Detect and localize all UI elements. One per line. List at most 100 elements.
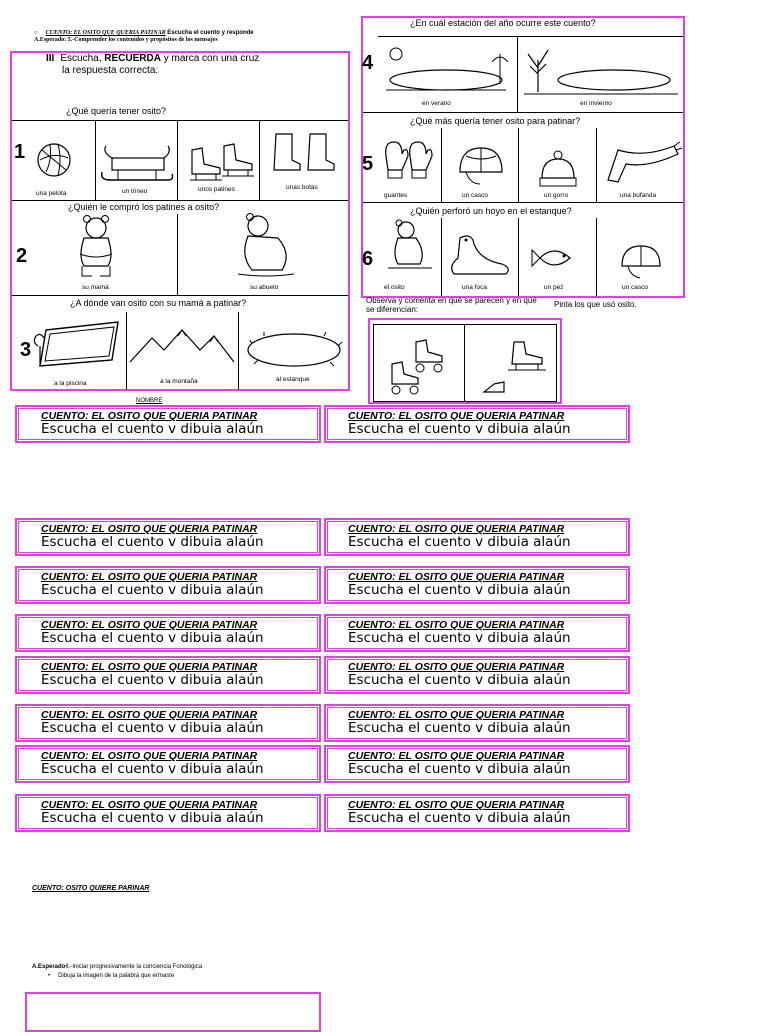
- q6-option-bear: el osito: [384, 284, 405, 291]
- helmet-icon[interactable]: [456, 146, 506, 186]
- q6-option-seal: una foca: [462, 284, 487, 291]
- story-card-title: CUENTO: EL OSITO QUE QUERIA PATINAR: [41, 571, 258, 583]
- summer-scene-icon[interactable]: [382, 44, 510, 96]
- bear-cub-icon[interactable]: [388, 219, 432, 272]
- divider: [363, 112, 683, 113]
- divider: [12, 200, 348, 201]
- bear-mother-icon[interactable]: [74, 214, 118, 280]
- story-card-title: CUENTO: EL OSITO QUE QUERIA PATINAR: [348, 661, 565, 673]
- story-card-instruction: Escucha el cuento v dibuia alaún: [41, 534, 264, 550]
- drawing-box[interactable]: [25, 992, 321, 1032]
- story-card-title: CUENTO: EL OSITO QUE QUERIA PATINAR: [348, 410, 565, 422]
- story-card-instruction: Escucha el cuento v dibuia alaún: [41, 582, 264, 598]
- story-card-title: CUENTO: EL OSITO QUE QUERIA PATINAR: [41, 410, 258, 422]
- right-panel: [361, 16, 685, 298]
- question-6-number: 6: [362, 248, 374, 270]
- compare-panel: [368, 318, 562, 404]
- story-card-title: CUENTO: EL OSITO QUE QUERIA PATINAR: [348, 709, 565, 721]
- footer-expected: A.Esperado6.-Iniciar progresivamente la …: [32, 964, 202, 970]
- divider: [259, 120, 260, 200]
- instr-d: la respuesta correcta:: [62, 65, 159, 76]
- name-label: NOMBRE: [136, 398, 163, 404]
- story-card-instruction: Escucha el cuento v dibuia alaún: [348, 534, 571, 550]
- q1-option-ball: una pelota: [36, 190, 67, 197]
- divider: [596, 128, 597, 202]
- header-bullet: ○: [34, 30, 38, 36]
- story-card-instruction: Escucha el cuento v dibuia alaún: [348, 630, 571, 646]
- story-card-title: CUENTO: EL OSITO QUE QUERIA PATINAR: [41, 709, 258, 721]
- story-card-title: CUENTO: EL OSITO QUE QUERIA PATINAR: [41, 799, 258, 811]
- story-card-instruction: Escucha el cuento v dibuia alaún: [348, 761, 571, 777]
- footer-expected-label: A.Esperado: [32, 964, 66, 970]
- winter-scene-icon[interactable]: [524, 44, 680, 98]
- ice-skate-icon[interactable]: [480, 340, 550, 398]
- q6-option-helmet: un casco: [622, 284, 649, 291]
- paint-instruction: Pinta los que usó osito.: [554, 300, 637, 309]
- story-card-instruction: Escucha el cuento v dibuia alaún: [41, 421, 264, 437]
- hat-icon[interactable]: [538, 150, 578, 188]
- story-card-instruction: Escucha el cuento v dibuia alaún: [348, 421, 571, 437]
- question-3-number: 3: [20, 339, 32, 361]
- header-story-title: CUENTO: EL OSITO QUE QUERIA PATINAR: [45, 30, 166, 36]
- skates-icon[interactable]: [186, 142, 256, 184]
- story-card-title: CUENTO: EL OSITO QUE QUERIA PATINAR: [41, 619, 258, 631]
- divider: [126, 312, 127, 390]
- story-card-instruction: Escucha el cuento v dibuia alaún: [348, 810, 571, 826]
- q5-option-scarf: una bufanda: [620, 192, 657, 199]
- divider: [518, 128, 519, 202]
- roller-skate-icon[interactable]: [382, 338, 460, 398]
- question-6-text: ¿Quién perforó un hoyo en el estanque?: [410, 206, 572, 216]
- ball-icon[interactable]: [36, 142, 72, 178]
- divider: [177, 120, 178, 200]
- divider: [177, 214, 178, 296]
- pool-icon[interactable]: [32, 320, 122, 370]
- bear-grandfather-icon[interactable]: [237, 212, 295, 278]
- q5-option-gloves: guantes: [384, 192, 408, 199]
- helmet-icon[interactable]: [618, 244, 664, 280]
- story-card-instruction: Escucha el cuento v dibuia alaún: [348, 720, 571, 736]
- gloves-icon[interactable]: [380, 136, 436, 186]
- q1-option-boots: unas botas: [286, 184, 318, 191]
- q2-option-mother: su mamá: [82, 284, 109, 291]
- boots-icon[interactable]: [270, 130, 340, 174]
- mountain-icon[interactable]: [129, 326, 235, 366]
- sled-icon[interactable]: [98, 142, 176, 186]
- story-card-instruction: Escucha el cuento v dibuia alaún: [41, 630, 264, 646]
- divider: [238, 312, 239, 390]
- q2-option-grandfather: su abuelo: [250, 284, 279, 291]
- q1-option-skates: unos patines: [198, 186, 235, 193]
- q5-option-helmet: un casco: [462, 192, 489, 199]
- divider: [12, 295, 348, 296]
- pond-icon[interactable]: [244, 330, 344, 370]
- story-card-instruction: Escucha el cuento v dibuia alaún: [41, 672, 264, 688]
- story-card-title: CUENTO: EL OSITO QUE QUERIA PATINAR: [41, 661, 258, 673]
- question-4-number: 4: [362, 52, 374, 74]
- fish-icon[interactable]: [530, 242, 580, 276]
- divider: [441, 218, 442, 296]
- scarf-icon[interactable]: [604, 140, 683, 186]
- seal-icon[interactable]: [446, 230, 514, 282]
- question-2-text: ¿Quién le compró los patines a osito?: [68, 202, 220, 212]
- story-card-instruction: Escucha el cuento v dibuia alaún: [41, 810, 264, 826]
- q6-option-fish: un pez: [544, 284, 564, 291]
